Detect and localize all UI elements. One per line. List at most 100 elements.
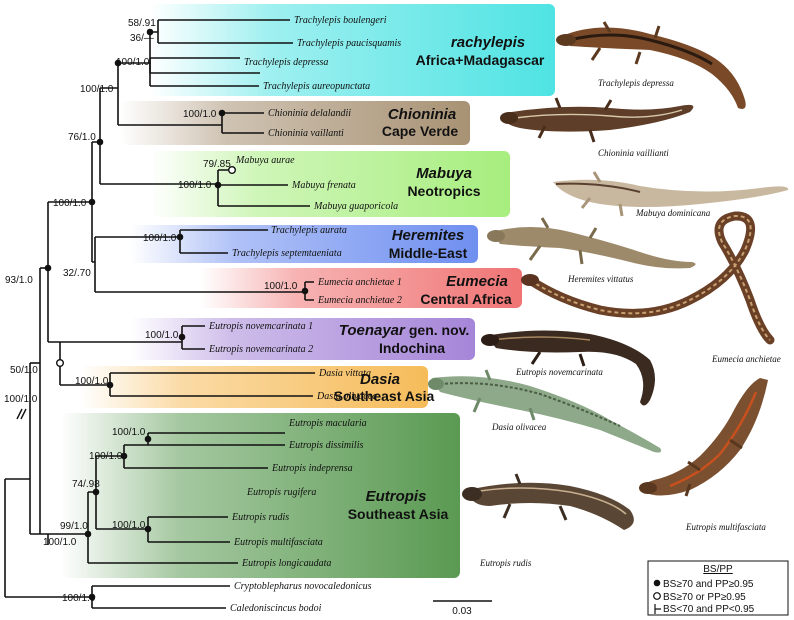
tip-label: Dasia olivacea: [316, 391, 377, 402]
clade-region: Southeast Asia: [348, 506, 449, 522]
lizard-illustration: [481, 330, 655, 406]
node-marker: [144, 525, 152, 533]
tip-label: Trachylepis depressa: [244, 57, 328, 68]
tip-label: Eutropis novemcarinata 2: [208, 344, 313, 355]
tip-label: Eutropis macularia: [288, 418, 367, 429]
tip-label: Chioninia delalandii: [268, 108, 351, 119]
support-value: 100/1.0: [62, 593, 96, 604]
tip-label: Mabuya frenata: [291, 180, 356, 191]
support-value: 58/.91: [128, 18, 156, 29]
photo-caption: Eutropis multifasciata: [685, 522, 766, 532]
tip-label: Trachylepis aurata: [271, 225, 347, 236]
clade-name: Heremites: [392, 227, 465, 244]
node-marker: [146, 28, 154, 36]
clade-name: rachylepis: [451, 34, 525, 51]
legend-filled: BS≥70 and PP≥0.95: [663, 579, 754, 590]
clade-region: Southeast Asia: [334, 388, 435, 404]
node-marker: [214, 181, 222, 189]
lizard-illustration: [500, 97, 694, 143]
support-value: 100/1.0: [143, 233, 177, 244]
legend-filled-circle-icon: [653, 579, 661, 587]
tip-label: Eumecia anchietae 2: [317, 295, 402, 306]
clade-box-eumecia: [200, 268, 522, 308]
lizard-illustration: [428, 369, 662, 453]
lizard-illustration: [462, 473, 634, 530]
clade-name: Eumecia: [446, 273, 508, 290]
photo-caption: Eutropis novemcarinata: [515, 367, 603, 377]
clade-name: Dasia: [360, 371, 400, 388]
tip-label: Eutropis longicaudata: [241, 558, 331, 569]
support-value: 100/1.0: [264, 281, 298, 292]
tip-label: Trachylepis boulengeri: [294, 15, 387, 26]
node-marker: [176, 233, 184, 241]
support-value: 100/1.0: [183, 109, 217, 120]
tip-labels: Trachylepis boulengeri Trachylepis pauci…: [208, 15, 402, 614]
legend-title: BS/PP: [703, 564, 733, 575]
clade-region: Middle-East: [389, 245, 468, 261]
support-value: 36/—: [130, 33, 154, 44]
clade-box-eutropis: [60, 413, 460, 578]
photo-caption: Heremites vittatus: [567, 274, 634, 284]
clade-genus: Toenayar: [339, 322, 406, 339]
node-marker: [88, 198, 96, 206]
clade-region: Indochina: [379, 340, 445, 356]
support-value: 100/1.0: [112, 427, 146, 438]
lizard-illustration: [487, 217, 696, 269]
node-marker: [144, 435, 152, 443]
legend-open: BS≥70 or PP≥0.95: [663, 592, 746, 603]
node-marker: [114, 59, 122, 67]
node-marker: [56, 359, 65, 368]
lizard-illustration: [556, 21, 746, 109]
support-value: 76/1.0: [68, 132, 96, 143]
node-marker: [96, 138, 104, 146]
support-value: 100/1.0: [75, 376, 109, 387]
node-marker: [44, 264, 52, 272]
node-marker: [301, 287, 309, 295]
tip-label: Mabuya aurae: [235, 155, 295, 166]
clade-region: Cape Verde: [382, 123, 458, 139]
support-value: 100/1.0: [112, 520, 146, 531]
tip-label: Eutropis multifasciata: [233, 537, 323, 548]
node-marker: [92, 488, 100, 496]
support-value: 100/1.0: [43, 537, 77, 548]
clade-suffix: gen. nov.: [409, 322, 469, 338]
lizard-illustrations: Trachylepis depressa Chioninia vailliant…: [428, 21, 789, 568]
support-values: 58/.91 36/— 100/1.0 100/1.0 100/1.0 76/1…: [4, 18, 298, 604]
tip-label: Eutropis novemcarinata 1: [208, 321, 313, 332]
clade-name: Chioninia: [388, 106, 456, 123]
support-value: 100/1.0: [145, 330, 179, 341]
photo-caption: Eutropis rudis: [479, 558, 532, 568]
tip-label: Eutropis dissimilis: [288, 440, 363, 451]
lizard-illustration: [521, 211, 775, 345]
tip-label: Eutropis indeprensa: [271, 463, 353, 474]
legend-none: BS<70 and PP<0.95: [663, 604, 755, 615]
photo-caption: Chioninia vaillianti: [598, 148, 669, 158]
support-value: 99/1.0: [60, 521, 88, 532]
tip-label: Caledoniscincus bodoi: [230, 603, 322, 614]
node-marker: [88, 593, 96, 601]
node-marker: [84, 530, 92, 538]
clade-labels: rachylepis Africa+Madagascar Chioninia C…: [334, 34, 545, 522]
support-value: 100/1.0: [178, 180, 212, 191]
tip-label: Eumecia anchietae 1: [317, 277, 402, 288]
tip-label: Chioninia vaillanti: [268, 128, 344, 139]
clade-region: Central Africa: [420, 291, 512, 307]
tip-label: Cryptoblepharus novocaledonicus: [234, 581, 372, 592]
clade-name: Eutropis: [366, 488, 427, 505]
node-marker: [178, 333, 186, 341]
support-value: 100/1.0: [53, 198, 87, 209]
scale-bar: 0.03: [433, 600, 492, 617]
node-marker: [227, 165, 236, 174]
tip-label: Dasia vittata: [318, 368, 371, 379]
support-value: 100/1.0: [116, 57, 150, 68]
support-value: 93/1.0: [5, 275, 33, 286]
tip-label: Mabuya guaporicola: [313, 201, 398, 212]
lizard-illustration: [639, 378, 768, 497]
clade-box-toenayar: [130, 318, 475, 360]
node-marker: [218, 109, 226, 117]
clade-region: Africa+Madagascar: [416, 52, 545, 68]
photo-caption: Mabuya dominicana: [635, 208, 711, 218]
photo-caption: Trachylepis depressa: [598, 78, 674, 88]
